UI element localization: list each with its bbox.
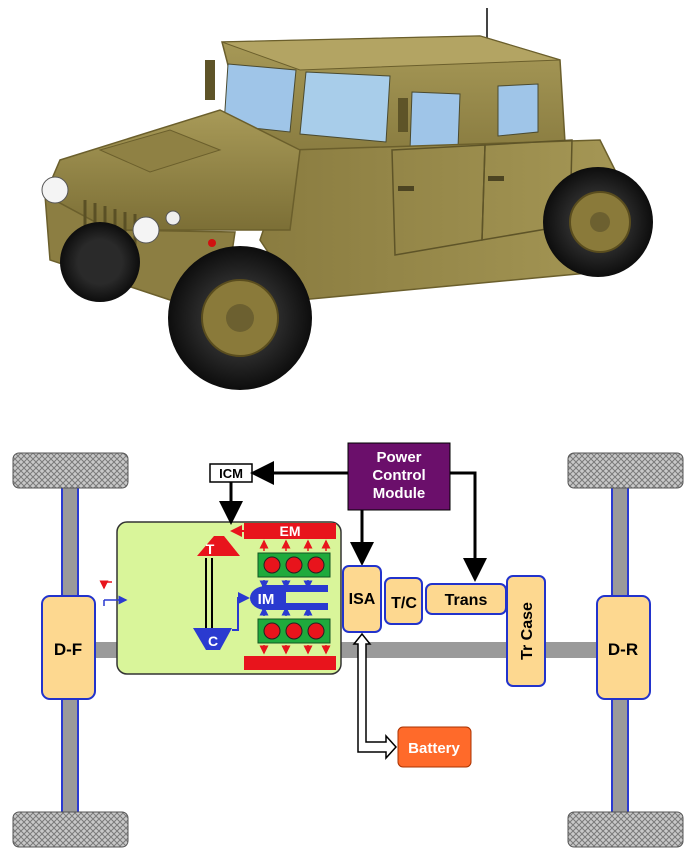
rear-differential — [596, 595, 651, 700]
transmission-label: Trans — [445, 592, 488, 609]
battery-box — [397, 726, 472, 768]
pcm-label-line1: Power — [376, 449, 421, 466]
pcm-label-line3: Module — [373, 485, 426, 502]
icm-label: ICM — [219, 466, 243, 481]
turbine-label: T — [206, 541, 215, 557]
tire-icon — [12, 452, 129, 489]
isa-box — [342, 565, 382, 633]
transfer-case-label: Tr Case — [519, 602, 536, 660]
compressor-icon — [193, 628, 232, 650]
tire-icon — [12, 811, 129, 848]
tire-icon — [567, 811, 684, 848]
isa-label: ISA — [349, 591, 376, 608]
compressor-label: C — [208, 633, 218, 649]
battery-label: Battery — [408, 740, 460, 757]
em-stator-bottom — [244, 656, 336, 670]
rear-differential-label: D-R — [608, 640, 638, 659]
isa-battery-link — [352, 632, 398, 760]
front-differential — [41, 595, 96, 700]
turbine-icon — [197, 536, 240, 556]
pcm-label-line2: Control — [372, 467, 425, 484]
torque-converter-box — [384, 577, 423, 625]
em-stator-top — [244, 523, 336, 539]
hybrid-powertrain-diagram: D-F D-R EM IM T C — [12, 442, 684, 848]
power-control-module — [347, 442, 451, 511]
transfer-case-box — [506, 575, 546, 687]
em-label: EM — [280, 523, 301, 539]
tire-icon — [567, 452, 684, 489]
front-differential-label: D-F — [54, 640, 82, 659]
torque-converter-label: T/C — [391, 595, 417, 612]
im-label: IM — [258, 591, 275, 608]
humvee-vehicle-illustration — [41, 8, 653, 390]
im-rotor — [250, 586, 282, 610]
